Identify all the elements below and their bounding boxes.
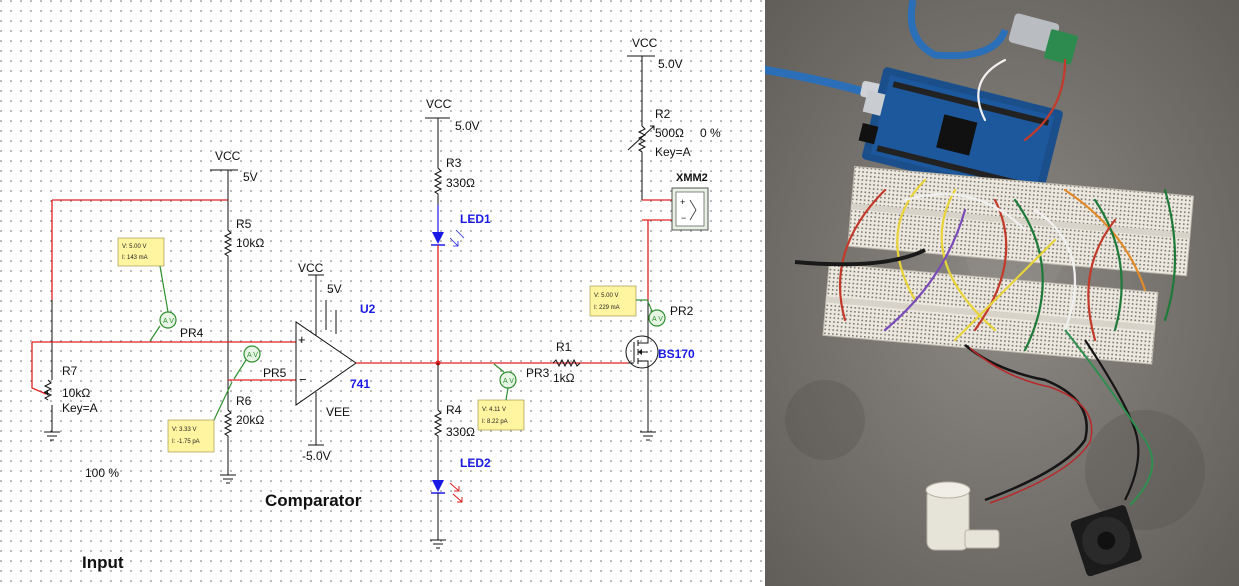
svg-text:I: 143 mA: I: 143 mA: [122, 255, 148, 261]
svg-text:V: 5.00 V: V: 5.00 V: [594, 293, 618, 299]
r2-percent: 0 %: [700, 126, 721, 140]
led1-label: LED1: [460, 212, 491, 226]
vcc-label: VCC: [215, 149, 241, 163]
xmm2-label: XMM2: [676, 172, 708, 184]
r7-input-pot: R7 10kΩ Key=A 100 %: [31, 199, 228, 480]
r6-value: 20kΩ: [236, 413, 264, 427]
input-title: Input: [82, 553, 124, 572]
probe-pr4: V: 5.00 V I: 143 mA A V PR4: [117, 237, 204, 342]
svg-text:A V: A V: [652, 316, 663, 323]
svg-text:+: +: [680, 197, 685, 207]
r5-value: 10kΩ: [236, 236, 264, 250]
svg-text:A V: A V: [163, 318, 174, 325]
r1-label: R1: [556, 340, 572, 354]
probe-pr3: V: 4.11 V I: 8.22 pA A V PR3: [477, 363, 550, 431]
r7-label: R7: [62, 364, 78, 378]
r4-label: R4: [446, 403, 462, 417]
led2-label: LED2: [460, 456, 491, 470]
led1-vcc-label: VCC: [426, 97, 452, 111]
u2-vcc-value: 5V: [327, 282, 342, 296]
comparator-title: Comparator: [265, 491, 362, 510]
svg-text:+: +: [298, 332, 306, 347]
svg-text:V: 5.00 V: V: 5.00 V: [122, 244, 146, 250]
r2-label: R2: [655, 107, 671, 121]
r6-label: R6: [236, 394, 252, 408]
mosfet-label: BS170: [658, 347, 695, 361]
r1-mosfet-branch: R1 1kΩ BS170: [552, 300, 695, 441]
pr3-label: PR3: [526, 366, 550, 380]
svg-text:A V: A V: [247, 352, 258, 359]
svg-text:−: −: [299, 372, 307, 387]
r7-percent: 100 %: [85, 466, 119, 480]
svg-text:V: 4.11 V: V: 4.11 V: [482, 407, 506, 413]
led2-branch: R4 330Ω LED2: [430, 363, 491, 549]
u2-model: 741: [350, 377, 370, 391]
r2-value: 500Ω: [655, 126, 684, 140]
svg-text:V: 3.33 V: V: 3.33 V: [172, 427, 196, 433]
r4-value: 330Ω: [446, 425, 475, 439]
r7-value: 10kΩ: [62, 386, 90, 400]
r2-key: Key=A: [655, 145, 691, 159]
pr2-label: PR2: [670, 304, 694, 318]
probe-pr5: V: 3.33 V I: -1.75 pA A V PR5: [167, 345, 287, 453]
svg-text:−: −: [681, 213, 686, 223]
r3-value: 330Ω: [446, 176, 475, 190]
r1-value: 1kΩ: [553, 371, 575, 385]
svg-text:A V: A V: [503, 378, 514, 385]
pr5-label: PR5: [263, 366, 287, 380]
u2-vee-label: VEE: [326, 405, 350, 419]
u2-label: U2: [360, 302, 376, 316]
vcc-value: 5V: [243, 170, 258, 184]
svg-text:I: 8.22 pA: I: 8.22 pA: [482, 419, 508, 425]
led1-vcc-value: 5.0V: [455, 119, 480, 133]
r2-vcc-label: VCC: [632, 36, 658, 50]
r5-label: R5: [236, 217, 252, 231]
r2-vcc-value: 5.0V: [658, 57, 683, 71]
led1-branch: VCC 5.0V R3 330Ω LED1: [425, 97, 491, 366]
u2-vcc-label: VCC: [298, 261, 324, 275]
r2-xmm2-branch: VCC 5.0V R2 500Ω 0 % Key=A + − XMM2: [627, 36, 721, 300]
probe-pr2: V: 5.00 V I: 229 mA A V PR2: [589, 285, 694, 327]
u2-vee-value: -5.0V: [302, 449, 331, 463]
opamp-u2: VCC 5V -5.0V VEE + − U2 741: [295, 261, 628, 463]
divider-network: VCC 5V R5 10kΩ R6 20kΩ: [210, 149, 264, 484]
pr4-label: PR4: [180, 326, 204, 340]
svg-text:I: 229 mA: I: 229 mA: [594, 305, 620, 311]
breadboard-prototype-photo: [765, 0, 1239, 586]
r7-key: Key=A: [62, 401, 98, 415]
svg-text:I: -1.75 pA: I: -1.75 pA: [172, 439, 200, 445]
r3-label: R3: [446, 156, 462, 170]
circuit-schematic: R7 10kΩ Key=A 100 % VCC 5V R5 10kΩ R6 20…: [0, 0, 765, 586]
